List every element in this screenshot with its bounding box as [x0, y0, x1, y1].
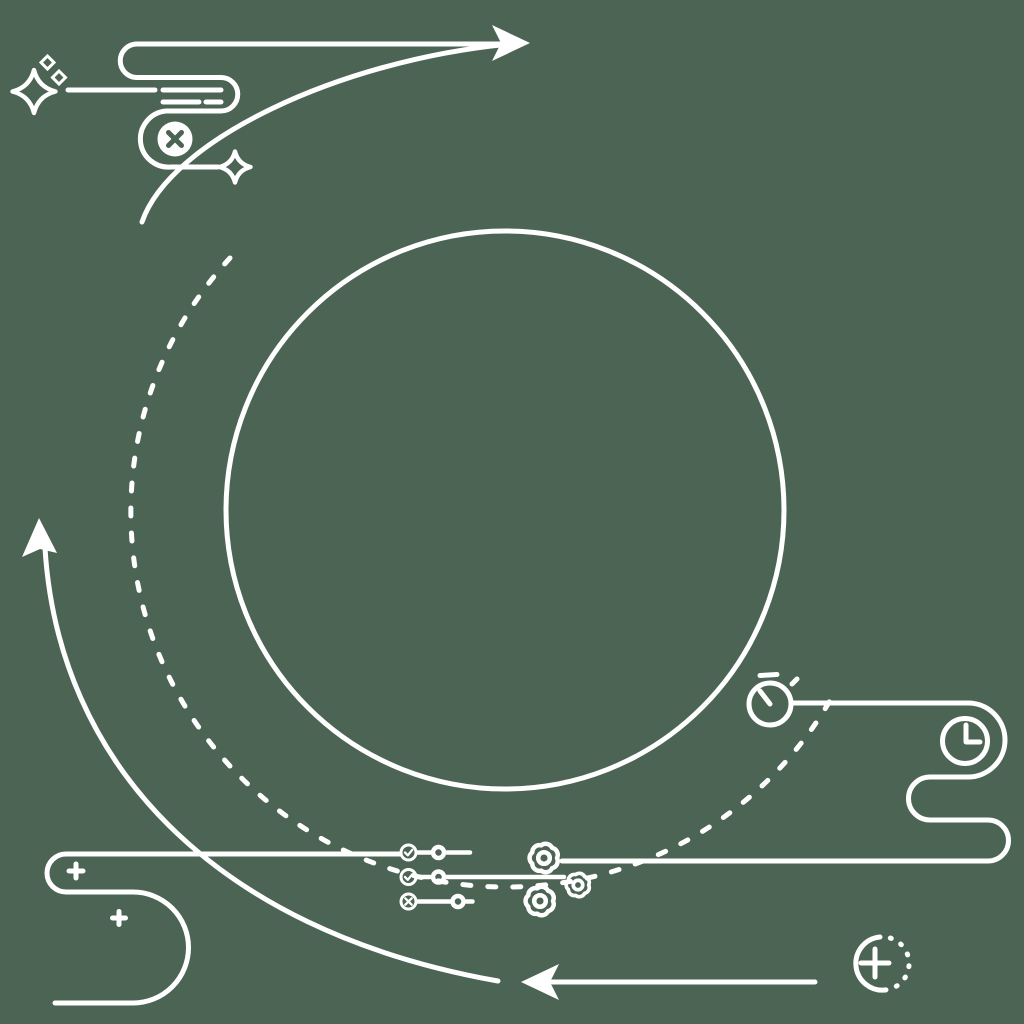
diamond-icon	[38, 53, 57, 72]
left-flow	[22, 518, 501, 984]
slider-rows	[399, 843, 567, 911]
clock-icon	[940, 716, 990, 766]
long-sweep-curve	[42, 545, 501, 984]
bottom-left-ribbon	[44, 851, 403, 1006]
add-circle-icon	[853, 934, 912, 993]
swoosh-curve	[139, 41, 513, 225]
slider-x-icon	[399, 892, 475, 911]
plus-icon	[110, 909, 128, 927]
ribbon-path	[117, 41, 508, 170]
arrow-up-icon	[22, 518, 57, 557]
slider-check-icon	[399, 843, 473, 862]
timer-icon	[746, 672, 800, 728]
arrow-left-icon	[521, 964, 559, 1000]
gear-icon	[564, 871, 592, 899]
bottom-flow	[521, 964, 818, 1000]
ribbon-path	[44, 851, 403, 1006]
sparkle-small-icon	[217, 149, 253, 185]
right-ribbon-path	[559, 700, 1011, 864]
plus-icon	[66, 861, 86, 881]
gear-icon	[530, 844, 558, 873]
slider-check-icon	[399, 868, 567, 886]
close-circle-icon	[157, 121, 193, 157]
gear-icon	[526, 887, 554, 916]
cycle-circle	[223, 228, 787, 792]
gear-cluster	[526, 844, 592, 916]
sparkle-icon	[10, 67, 58, 116]
top-flow	[117, 25, 530, 225]
dashed-orbit	[128, 255, 840, 890]
diamond-icon	[50, 68, 68, 87]
sparkle-cluster	[10, 53, 158, 116]
arrow-right-icon	[492, 25, 530, 61]
